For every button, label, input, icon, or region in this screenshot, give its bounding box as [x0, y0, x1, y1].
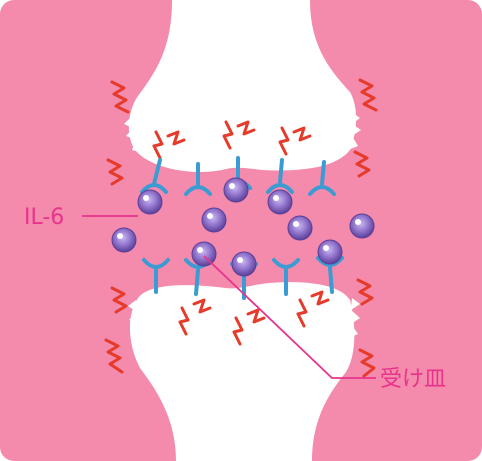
- pain-mark-icon: [152, 130, 164, 160]
- pain-mark-icon: [166, 130, 186, 146]
- pain-mark-icon: [246, 308, 266, 324]
- pain-mark-icon: [296, 298, 308, 328]
- molecule-icon: [317, 239, 343, 265]
- receptor-icon: [184, 162, 212, 196]
- pain-mark-icon: [104, 338, 124, 374]
- pain-mark-icon: [110, 80, 130, 114]
- pain-mark-icon: [222, 120, 234, 150]
- molecule-icon: [223, 177, 249, 203]
- il6-label: IL-6: [24, 205, 64, 230]
- receptor-icon: [316, 256, 344, 294]
- pain-mark-icon: [278, 126, 290, 156]
- pain-mark-icon: [358, 78, 378, 112]
- joint-cavity-lower: [129, 282, 355, 461]
- molecule-icon: [191, 241, 217, 267]
- receptor-icon: [308, 160, 336, 196]
- receptor-icon: [266, 158, 294, 194]
- il6-molecules: [111, 177, 375, 277]
- pain-mark-icon: [110, 286, 128, 314]
- receptor-icon: [142, 258, 170, 294]
- pain-marks: [104, 78, 378, 378]
- pain-mark-icon: [106, 158, 124, 186]
- pain-mark-icon: [310, 290, 330, 306]
- pain-mark-icon: [358, 348, 376, 378]
- pain-mark-icon: [353, 150, 371, 178]
- molecule-icon: [201, 207, 227, 233]
- molecule-icon: [137, 189, 163, 215]
- molecule-icon: [267, 189, 293, 215]
- pain-mark-icon: [356, 278, 374, 306]
- molecule-icon: [231, 251, 257, 277]
- pain-mark-icon: [178, 306, 190, 336]
- pain-mark-icon: [192, 298, 212, 314]
- receptor-icon: [272, 258, 300, 296]
- molecule-icon: [349, 213, 375, 239]
- pain-mark-icon: [236, 120, 256, 136]
- pain-mark-icon: [232, 316, 244, 346]
- molecule-icon: [111, 227, 137, 253]
- leader-lines: [82, 215, 376, 379]
- molecule-icon: [287, 215, 313, 241]
- receptor-icon: [140, 158, 168, 194]
- receptor-label: 受け皿: [380, 367, 446, 392]
- pain-mark-icon: [292, 126, 312, 142]
- receptor-leader-line: [203, 255, 376, 379]
